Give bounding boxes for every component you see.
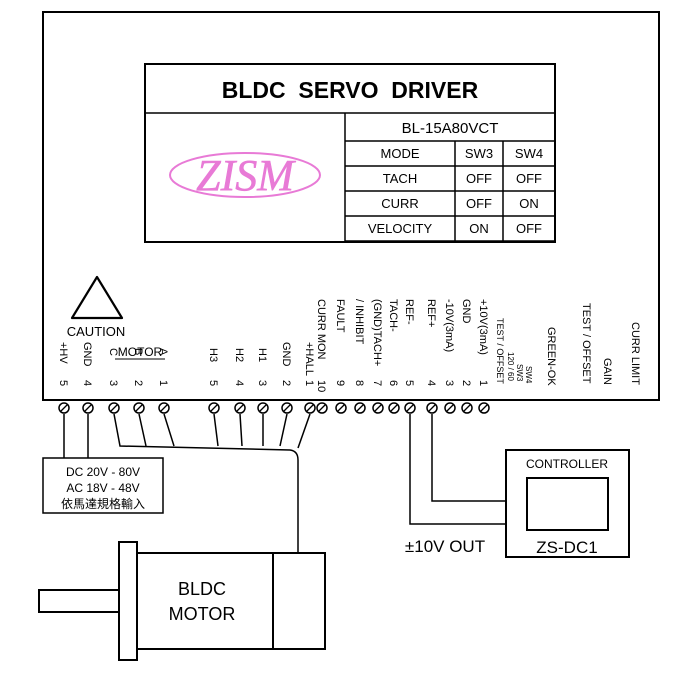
controller-title: CONTROLLER xyxy=(526,457,608,471)
terminal-number: 2 xyxy=(280,380,292,386)
model-number: BL-15A80VCT xyxy=(402,120,499,137)
terminal-label: REF- xyxy=(403,299,415,325)
title-panel: BLDC SERVO DRIVER ZISM BL-15A80VCT MODE S… xyxy=(144,63,556,243)
panel-label-curr-limit: CURR LIMIT xyxy=(629,322,641,385)
terminal-number: 7 xyxy=(371,380,383,386)
panel-label-gain: GAIN xyxy=(601,358,613,385)
terminal-label: CURR MON xyxy=(315,299,327,360)
terminal-number: 8 xyxy=(353,380,365,386)
switch-sw4-label: SW4 xyxy=(524,366,533,384)
terminal-number: 4 xyxy=(425,380,437,386)
terminal-label: GND xyxy=(280,342,292,367)
logo-ellipse xyxy=(169,152,321,198)
terminal-number: 1 xyxy=(157,380,169,386)
terminal-label: GND xyxy=(81,342,93,367)
bldc-motor: BLDC MOTOR xyxy=(38,541,326,661)
terminal-number: 1 xyxy=(477,380,489,386)
terminal-label: H1 xyxy=(256,348,268,362)
mode-table-cell: VELOCITY xyxy=(368,221,433,236)
mode-table-cell: OFF xyxy=(466,196,492,211)
terminal-label: +HV xyxy=(57,342,69,364)
switch-hz-label: 120 / 60 xyxy=(506,352,515,381)
terminal-number: 2 xyxy=(132,380,144,386)
terminal-label: (GND)TACH+ xyxy=(371,299,383,366)
terminal-number: 5 xyxy=(207,380,219,386)
terminal-label: H3 xyxy=(207,348,219,362)
terminal-number: 3 xyxy=(443,380,455,386)
motor-endcap xyxy=(272,552,326,650)
motor-label-1: BLDC xyxy=(178,579,226,599)
switch-test-offset-label: TEST / OFFSET xyxy=(495,318,505,384)
mode-table-cell: OFF xyxy=(466,171,492,186)
controller: CONTROLLER ZS-DC1 xyxy=(505,449,630,558)
motor-body xyxy=(136,552,274,650)
panel-label-green-ok: GREEN-OK xyxy=(545,327,557,386)
terminal-number: 9 xyxy=(334,380,346,386)
terminal-label: +10V(3mA) xyxy=(477,299,489,355)
mode-table-cell: ON xyxy=(469,221,489,236)
controller-display xyxy=(526,477,609,531)
mode-table-header: MODE xyxy=(381,146,420,161)
power-supply-line-3: 依馬達規格輸入 xyxy=(61,496,145,511)
switch-sw3-label: SW3 xyxy=(515,364,524,382)
mode-table-cell: OFF xyxy=(516,171,542,186)
terminal-label: REF+ xyxy=(425,299,437,327)
terminal-label: H2 xyxy=(233,348,245,362)
driver-title: BLDC SERVO DRIVER xyxy=(222,77,479,103)
terminal-label: FAULT xyxy=(334,299,346,333)
controller-model: ZS-DC1 xyxy=(536,538,597,557)
terminal-number: 10 xyxy=(315,380,327,392)
terminal-number: 3 xyxy=(256,380,268,386)
caution-label: CAUTION xyxy=(67,324,126,339)
terminal-label: / INHIBIT xyxy=(353,299,365,345)
caution-triangle-icon xyxy=(70,275,124,320)
motor-group-label: MOTOR xyxy=(118,345,163,359)
terminal-label: C xyxy=(107,348,119,356)
power-supply-note: DC 20V - 80V AC 18V - 48V 依馬達規格輸入 xyxy=(42,457,164,514)
terminal-number: 1 xyxy=(303,380,315,386)
mode-table-cell: TACH xyxy=(383,171,417,186)
terminal-label: -10V(3mA) xyxy=(443,299,455,352)
power-supply-line-1: DC 20V - 80V xyxy=(66,465,140,479)
terminal-label: A xyxy=(157,348,169,356)
terminal-label: +HALL xyxy=(303,342,315,376)
terminal-label: B xyxy=(132,348,144,355)
mode-table-cell: CURR xyxy=(381,196,419,211)
mode-table-cell: ON xyxy=(519,196,539,211)
motor-flange xyxy=(118,541,138,661)
terminal-number: 6 xyxy=(387,380,399,386)
terminal-number: 5 xyxy=(57,380,69,386)
motor-label-2: MOTOR xyxy=(169,604,236,624)
logo: ZISM xyxy=(196,151,296,200)
motor-shaft xyxy=(38,589,120,613)
terminal-label: TACH- xyxy=(387,299,399,332)
terminal-number: 3 xyxy=(107,380,119,386)
terminal-label: GND xyxy=(460,299,472,324)
mode-table-cell: OFF xyxy=(516,221,542,236)
mode-table-header: SW3 xyxy=(465,146,493,161)
terminal-number: 5 xyxy=(403,380,415,386)
output-label: ±10V OUT xyxy=(405,537,485,556)
terminal-number: 2 xyxy=(460,380,472,386)
terminal-number: 4 xyxy=(81,380,93,386)
panel-label-test-offset: TEST / OFFSET xyxy=(580,303,592,384)
wiring xyxy=(63,413,506,553)
terminal-block: +HV 5 GND 4 C 3 B 2 A 1 H3 5 H2 4 H1 3 GND 2 +HALL 1 CURR MO… xyxy=(57,299,490,414)
power-supply-line-2: AC 18V - 48V xyxy=(66,481,139,495)
mode-table-header: SW4 xyxy=(515,146,543,161)
terminal-number: 4 xyxy=(233,380,245,386)
